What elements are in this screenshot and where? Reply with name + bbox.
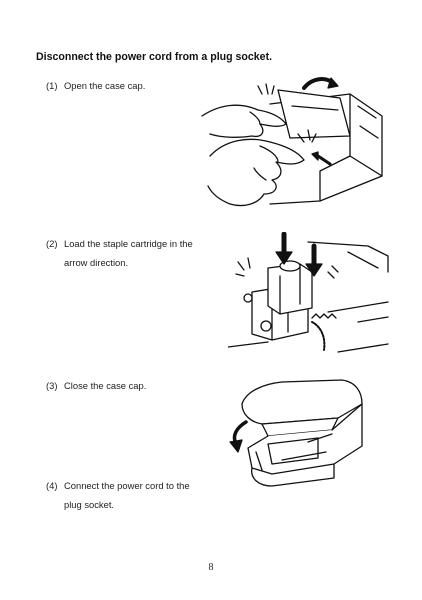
section-heading: Disconnect the power cord from a plug so… (36, 51, 273, 63)
step-4-text-line-2: plug socket. (64, 499, 115, 510)
step-2: (2) Load the staple cartridge in the arro… (46, 234, 196, 272)
close-case-cap-illustration (229, 379, 363, 487)
step-1: (1) Open the case cap. (46, 76, 196, 95)
step-4-number: (4) (46, 480, 58, 491)
step-3: (3) Close the case cap. (46, 376, 196, 395)
page-number: 8 (208, 562, 214, 573)
step-2-text-line-1: Load the staple cartridge in the (64, 238, 193, 249)
load-cartridge-illustration (228, 232, 389, 353)
step-2-text-line-2: arrow direction. (64, 257, 129, 268)
step-3-number: (3) (46, 380, 58, 391)
step-4-text-line-1: Connect the power cord to the (64, 480, 190, 491)
step-4: (4) Connect the power cord to the plug so… (46, 476, 196, 514)
open-case-cap-illustration (201, 77, 383, 207)
step-2-number: (2) (46, 238, 58, 249)
step-3-text: Close the case cap. (64, 380, 147, 391)
step-1-number: (1) (46, 80, 58, 91)
step-1-text: Open the case cap. (64, 80, 146, 91)
